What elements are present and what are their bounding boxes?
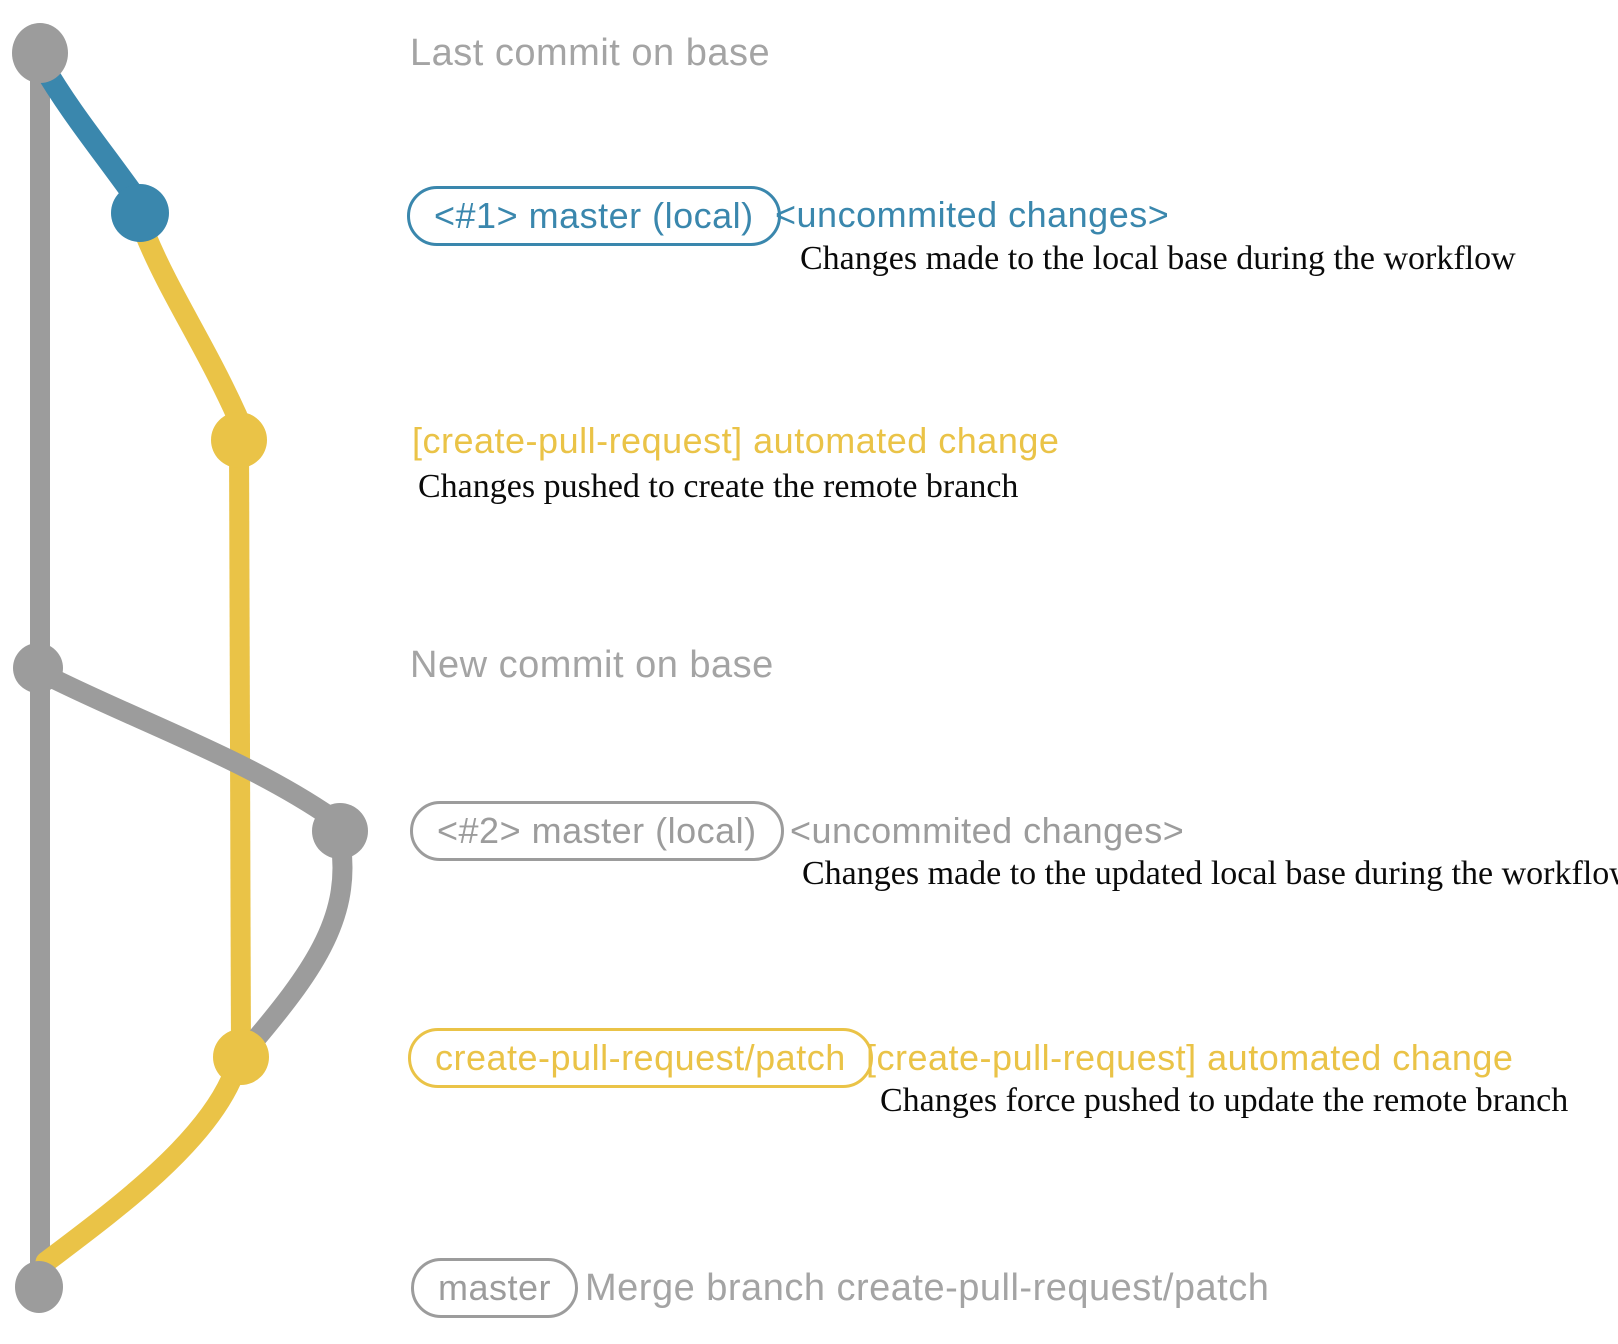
merge-caption: Merge branch create-pull-request/patch — [585, 1267, 1270, 1309]
new-commit-caption: New commit on base — [410, 644, 774, 686]
push1-description: Changes pushed to create the remote bran… — [418, 468, 1019, 505]
base-to-commit2-curve — [34, 664, 342, 828]
branch-badge-master-local-2: <#2> master (local) — [410, 801, 784, 861]
uncommited-changes-annotation-1: <uncommited changes> — [775, 194, 1170, 235]
branch-badge-patch: create-pull-request/patch — [408, 1028, 873, 1088]
commit1-to-patch-curve — [135, 225, 248, 427]
last-commit-caption: Last commit on base — [410, 32, 771, 74]
automated-change-annotation-2: [create-pull-request] automated change — [866, 1037, 1514, 1078]
merge-commit-node — [15, 1261, 63, 1313]
commit2-to-patch-curve — [240, 836, 353, 1056]
commit2-description: Changes made to the updated local base d… — [802, 855, 1618, 892]
patch-branch-line — [229, 437, 251, 1058]
local-commit-1-node — [111, 184, 169, 242]
branch-badge-master-local-1: <#1> master (local) — [407, 186, 781, 246]
uncommited-changes-annotation-2: <uncommited changes> — [790, 810, 1185, 851]
automated-change-annotation-1: [create-pull-request] automated change — [412, 420, 1060, 461]
commit1-description: Changes made to the local base during th… — [800, 240, 1516, 277]
branch-badge-master: master — [411, 1258, 579, 1318]
new-commit-on-base-node — [13, 643, 63, 693]
base-to-commit1-curve — [31, 53, 146, 208]
commit-graph — [12, 23, 368, 1313]
local-commit-2-node — [312, 803, 368, 859]
push2-description: Changes force pushed to update the remot… — [880, 1082, 1569, 1119]
last-commit-on-base-node — [12, 23, 68, 83]
patch-to-merge-curve — [35, 1069, 242, 1273]
pushed-commit-1-node — [211, 412, 267, 468]
force-pushed-commit-node — [213, 1029, 269, 1085]
